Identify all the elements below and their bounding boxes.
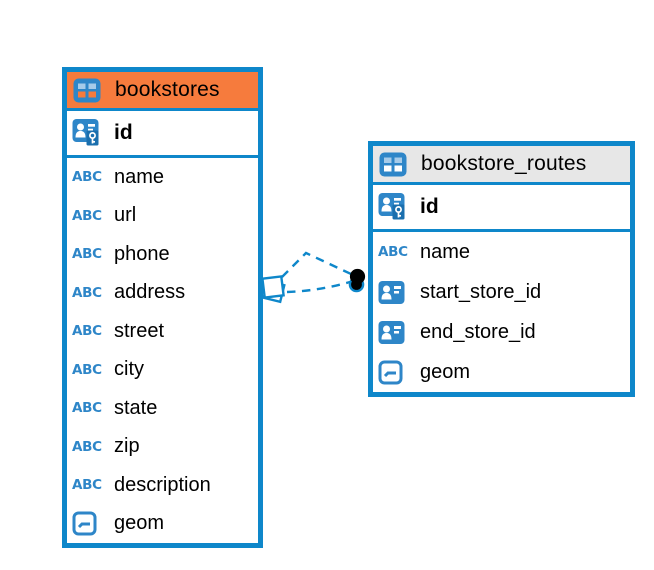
column-label: address	[114, 281, 186, 304]
column-state[interactable]: ABC state	[67, 389, 258, 428]
column-label: geom	[114, 512, 165, 535]
column-end-store-id[interactable]: end_store_id	[373, 312, 630, 352]
relation-target-marker-dots[interactable]	[348, 268, 366, 293]
table-icon	[379, 152, 413, 177]
column-zip[interactable]: ABC zip	[67, 428, 258, 467]
column-name[interactable]: ABC name	[373, 232, 630, 272]
table-title: bookstore_routes	[421, 152, 587, 175]
foreign-key-icon	[378, 280, 412, 305]
column-start-store-id[interactable]: start_store_id	[373, 272, 630, 312]
column-url[interactable]: ABC url	[67, 197, 258, 236]
text-type-icon: ABC	[72, 284, 102, 301]
relation-source-marker-squares[interactable]	[261, 275, 286, 304]
relation-line-lower[interactable]	[286, 280, 351, 294]
text-type-icon: ABC	[72, 477, 102, 494]
column-street[interactable]: ABC street	[67, 312, 258, 351]
table-bookstore-routes-header[interactable]: bookstore_routes	[373, 146, 630, 185]
primary-key-icon	[378, 192, 412, 222]
column-label: phone	[114, 242, 170, 265]
text-type-icon: ABC	[72, 438, 102, 455]
table-icon	[73, 78, 107, 103]
column-label: name	[114, 165, 165, 188]
foreign-key-icon	[378, 320, 412, 345]
column-label: id	[420, 195, 439, 218]
text-type-icon: ABC	[378, 244, 408, 260]
column-label: street	[114, 319, 165, 342]
column-label: url	[114, 204, 137, 227]
column-address[interactable]: ABC address	[67, 274, 258, 313]
column-label: zip	[114, 435, 140, 458]
column-label: city	[114, 358, 144, 381]
text-type-icon: ABC	[72, 400, 102, 417]
table-bookstores[interactable]: bookstores id ABC	[62, 67, 263, 548]
column-phone[interactable]: ABC phone	[67, 235, 258, 274]
column-label: geom	[420, 360, 471, 383]
text-type-icon: ABC	[72, 361, 102, 378]
column-id[interactable]: id	[67, 111, 258, 158]
geometry-type-icon	[378, 360, 412, 385]
column-label: state	[114, 396, 158, 419]
table-bookstores-header[interactable]: bookstores	[67, 72, 258, 111]
column-label: name	[420, 240, 471, 263]
table-bookstore-routes[interactable]: bookstore_routes id ABC	[368, 141, 635, 397]
column-geom[interactable]: geom	[373, 352, 630, 392]
text-type-icon: ABC	[72, 323, 102, 340]
text-type-icon: ABC	[72, 169, 102, 186]
text-type-icon: ABC	[72, 246, 102, 263]
geometry-type-icon	[72, 511, 106, 536]
primary-key-icon	[72, 118, 106, 148]
column-label: id	[114, 121, 133, 144]
column-label: description	[114, 473, 211, 496]
column-geom[interactable]: geom	[67, 505, 258, 544]
table-title: bookstores	[115, 78, 220, 101]
table-bookstore-routes-rows: ABC name start_store_id	[373, 232, 630, 392]
column-city[interactable]: ABC city	[67, 351, 258, 390]
column-id[interactable]: id	[373, 185, 630, 232]
column-label: end_store_id	[420, 320, 536, 343]
relation-line-upper[interactable]	[281, 251, 352, 278]
column-description[interactable]: ABC description	[67, 466, 258, 505]
text-type-icon: ABC	[72, 207, 102, 224]
column-name[interactable]: ABC name	[67, 158, 258, 197]
table-bookstores-rows: ABC name ABC url ABC phone ABC address A…	[67, 158, 258, 543]
column-label: start_store_id	[420, 280, 542, 303]
